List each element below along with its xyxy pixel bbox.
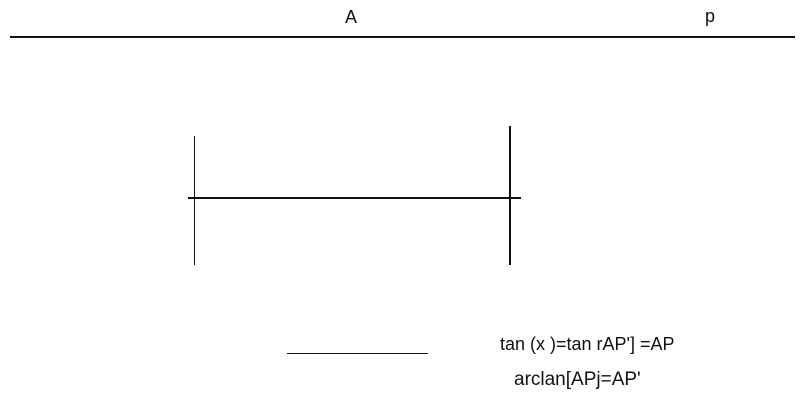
label-a: A xyxy=(345,7,358,27)
top-rule xyxy=(10,36,795,38)
equation-line-1: tan (x )=tan rAP'] =AP xyxy=(500,334,675,354)
connecting-segment xyxy=(188,197,521,199)
lower-short-rule xyxy=(287,353,428,354)
left-vertical-bar xyxy=(194,136,195,265)
right-vertical-bar xyxy=(509,126,511,265)
equation-line-2: arclan[APj=AP' xyxy=(514,369,641,390)
label-p: p xyxy=(705,6,716,26)
